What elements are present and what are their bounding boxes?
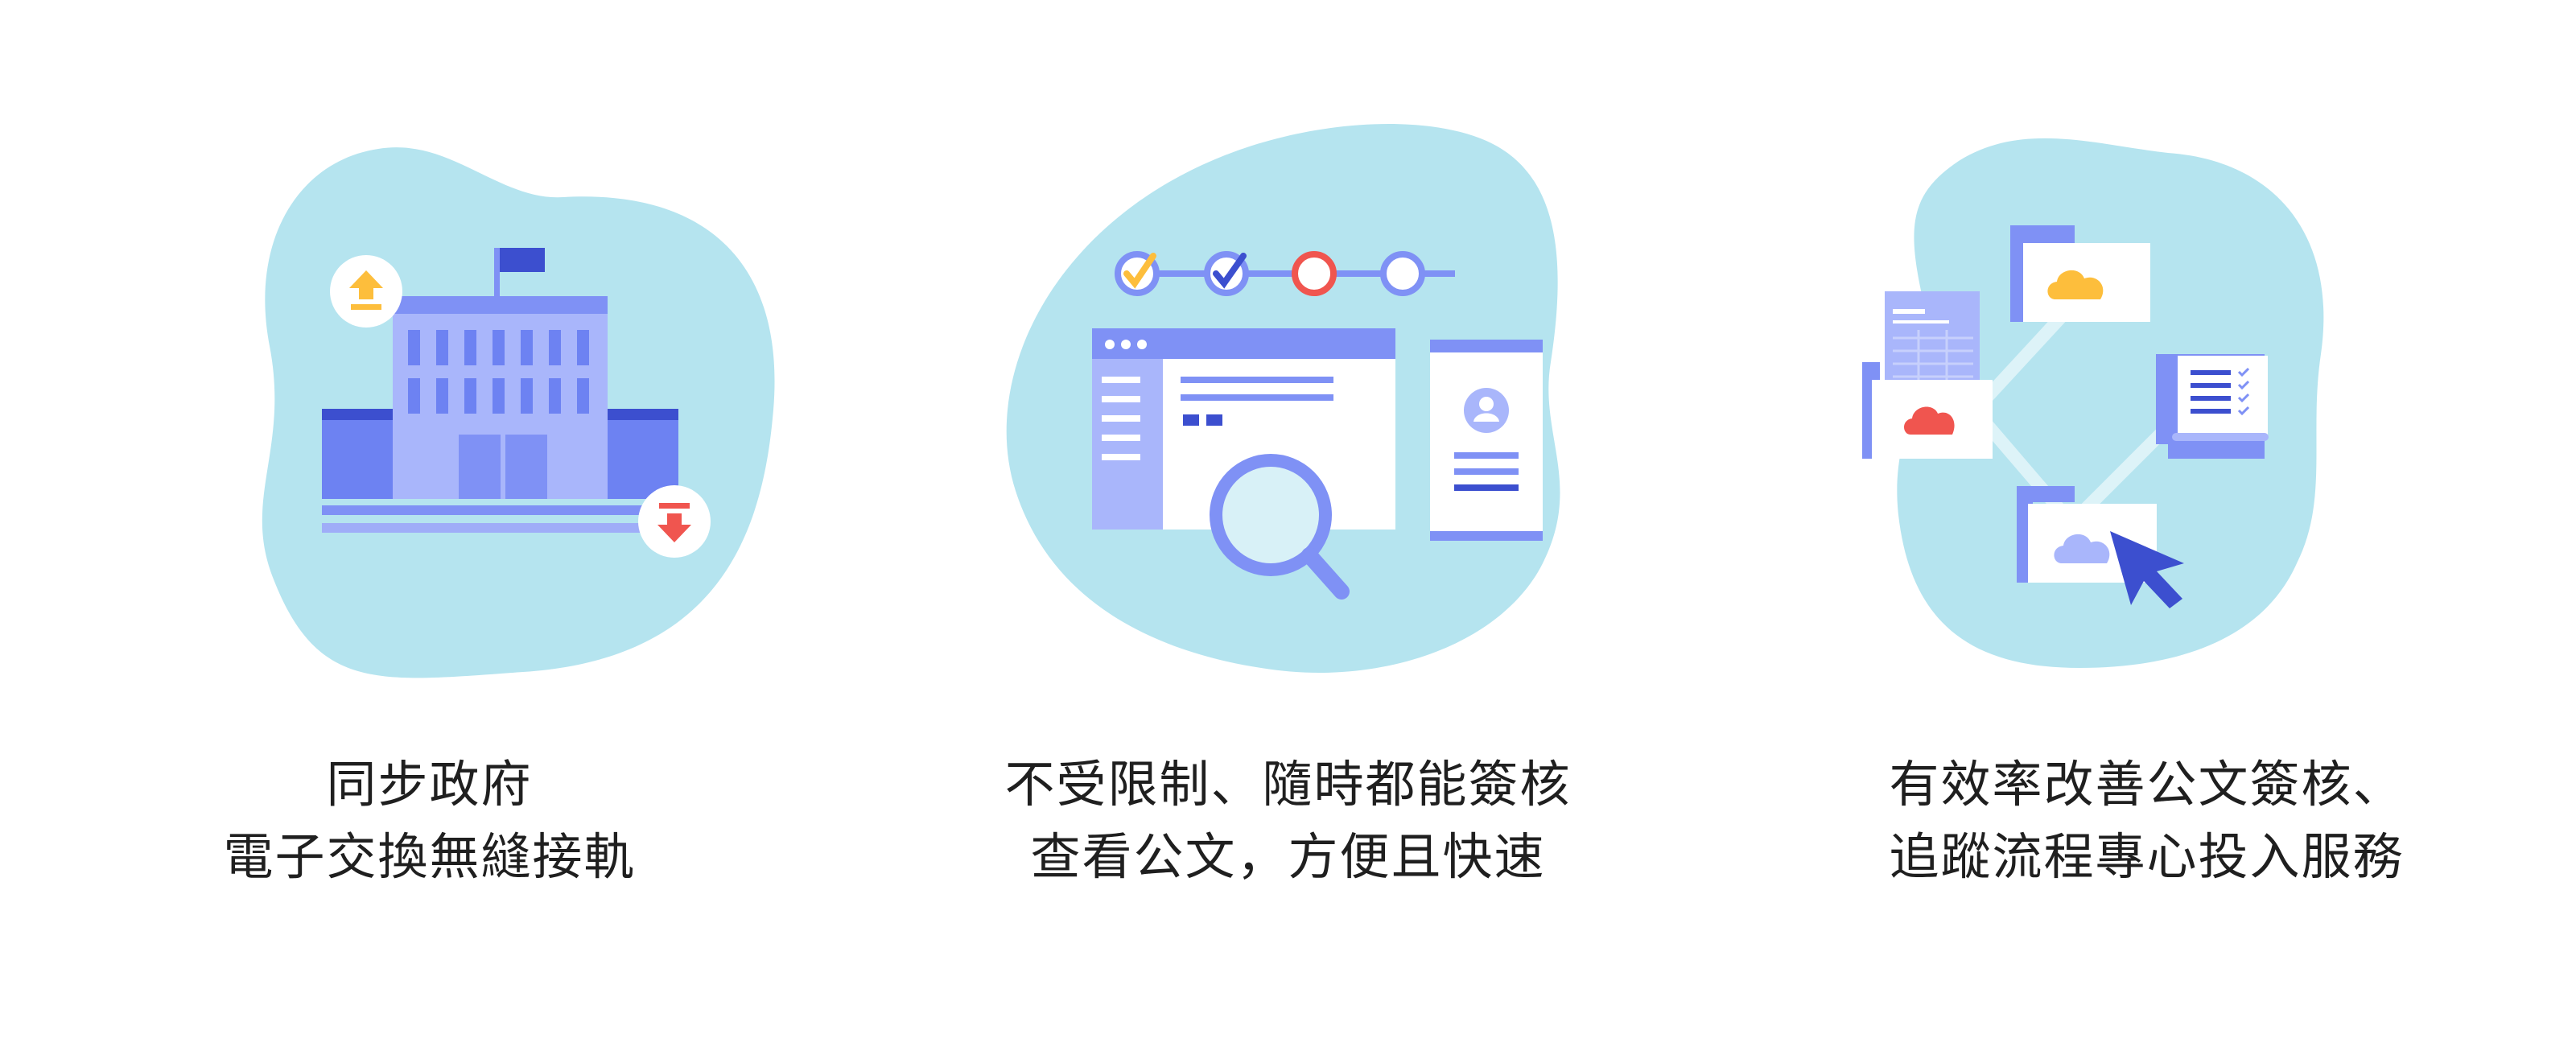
mobile-profile-icon xyxy=(1430,340,1543,541)
cloud-folder-icon xyxy=(1862,362,1993,459)
magnifier-icon xyxy=(1210,454,1350,600)
cloud-folder-icon xyxy=(2017,486,2157,583)
feature-gov-exchange: 同步政府 電子交換無縫接軌 xyxy=(0,0,859,1055)
caption-line-2: 追蹤流程專心投入服務 xyxy=(1889,827,2405,886)
building-icon xyxy=(322,296,678,499)
caption-line-1: 不受限制、隨時都能簽核 xyxy=(1004,755,1572,814)
progress-steps-icon xyxy=(1115,251,1455,296)
checklist-icon xyxy=(2156,354,2269,459)
cloud-folder-icon xyxy=(2010,225,2150,322)
feature-caption: 同步政府 電子交換無縫接軌 xyxy=(0,748,859,893)
caption-line-2: 電子交換無縫接軌 xyxy=(223,827,636,886)
feature-caption: 不受限制、隨時都能簽核 查看公文，方便且快速 xyxy=(859,748,1717,893)
caption-line-2: 查看公文，方便且快速 xyxy=(1030,827,1546,886)
upload-arrow-icon xyxy=(330,255,402,328)
cursor-icon xyxy=(2110,531,2184,608)
caption-line-1: 同步政府 xyxy=(326,755,533,814)
flag-icon xyxy=(494,248,545,298)
feature-caption: 有效率改善公文簽核、 追蹤流程專心投入服務 xyxy=(1717,748,2576,893)
review-illustration xyxy=(1006,123,1560,674)
feature-efficient-signoff: 有效率改善公文簽核、 追蹤流程專心投入服務 xyxy=(1717,0,2576,1055)
download-arrow-icon xyxy=(638,485,711,558)
caption-line-1: 有效率改善公文簽核、 xyxy=(1889,755,2405,814)
feature-review-anytime: 不受限制、隨時都能簽核 查看公文，方便且快速 xyxy=(859,0,1717,1055)
background-blob xyxy=(1897,138,2324,669)
building-illustration xyxy=(262,147,775,678)
workflow-illustration xyxy=(1862,138,2324,669)
